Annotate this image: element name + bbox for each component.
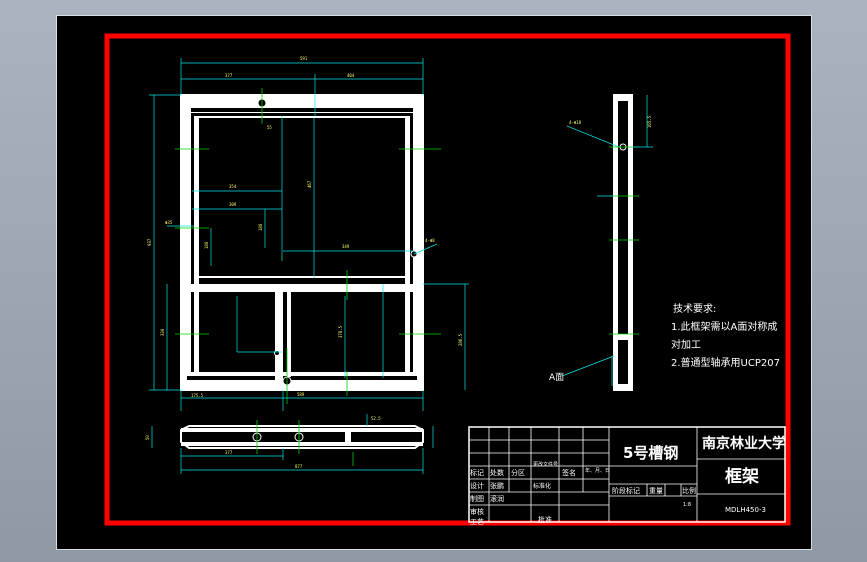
tb-h-mark: 标记 [470, 468, 484, 477]
dim-h4: 180 [204, 241, 209, 249]
dim-bottom-view-a: 377 [225, 450, 233, 455]
left-post-inner [194, 116, 199, 376]
side-mid-cap [614, 334, 632, 340]
side-flange-left [614, 95, 618, 390]
notes-title: 技术要求: [673, 302, 716, 315]
dim-lower-left: 330 [160, 328, 165, 336]
dim-mid-span: 349 [342, 244, 350, 249]
middle-rail [181, 284, 423, 292]
tb-designer: 张鹏 [490, 481, 504, 490]
tb-design: 设计 [470, 481, 484, 490]
dim-h1: 354 [229, 184, 237, 189]
leader [561, 355, 615, 377]
bottom-dim-texts: 877 377 50 52.5 [145, 416, 381, 469]
inner-middle-line [199, 276, 405, 278]
dim-right-width: 404 [347, 73, 355, 78]
dim-bottom-view-width: 877 [295, 464, 303, 469]
channel-divider [345, 428, 351, 446]
red-border [104, 33, 791, 526]
bottom-view [180, 425, 424, 449]
dim-phi: Φ35 [165, 220, 173, 225]
dimension-texts: 591 377 404 55 467 354 309 180 180 349 Φ… [147, 56, 463, 398]
leader [413, 243, 438, 255]
dim-right-vert: 286.5 [458, 333, 463, 346]
right-post [413, 95, 423, 390]
tb-h-date: 年、月、日 [585, 467, 610, 474]
dim-lower-vert: 378.5 [338, 325, 343, 338]
tb-h-change: 更改文件号 [533, 461, 558, 468]
dim-top-inner: 55 [267, 125, 272, 130]
bottom-dimensions [151, 414, 434, 474]
dim-h3: 180 [258, 223, 263, 231]
front-view [180, 94, 424, 391]
dim-bottom-left: 175.5 [191, 393, 204, 398]
tb-stage-mark: 阶段标记 [612, 486, 640, 495]
technical-notes: 技术要求: 1.此框架需以A面对称成 对加工 2.普通型轴承用UCP207 [671, 302, 780, 369]
tb-drafter: 滚润 [490, 494, 504, 503]
tb-scale: 1:8 [683, 502, 691, 508]
right-post-inner [405, 116, 410, 376]
dim-bottom-view-h: 50 [145, 435, 150, 440]
view-label-a: A面 [549, 372, 564, 383]
middle-post [275, 284, 283, 384]
tb-material: 5号槽钢 [623, 444, 678, 462]
dim-left-width: 377 [225, 73, 233, 78]
bottom-rail-inner [187, 376, 417, 380]
tb-part-name: 框架 [725, 466, 759, 487]
notes-line-2: 对加工 [671, 338, 701, 351]
dim-small-right: 4-Φ8 [425, 238, 435, 243]
hole-middle [274, 350, 280, 356]
tb-drawing-no: MDLH450-3 [725, 506, 766, 514]
bottom-centerlines [256, 420, 354, 466]
dimension-lines [149, 58, 469, 411]
middle-post-inner [287, 292, 291, 377]
tb-drafting: 制图 [470, 494, 484, 503]
dim-bottom-total: 589 [297, 392, 305, 397]
side-dim-texts: 165.5 4-Φ18 [569, 115, 652, 128]
tb-h-zone: 分区 [511, 468, 525, 477]
cad-drawing: 591 377 404 55 467 354 309 180 180 349 Φ… [104, 33, 791, 526]
inner-top-line [199, 116, 405, 118]
tb-university: 南京林业大学 [702, 435, 786, 452]
side-bottom-cap [614, 384, 632, 390]
tb-process: 工艺 [470, 518, 484, 526]
leader [566, 125, 620, 148]
centerlines [175, 88, 441, 404]
left-post [181, 95, 191, 390]
channel-bottom [181, 442, 423, 446]
title-block-frame [468, 426, 786, 523]
side-flange-right [628, 95, 632, 390]
side-view [613, 94, 633, 391]
top-rail-inner [187, 108, 417, 112]
dim-side-top: 165.5 [647, 115, 652, 128]
dim-top-vertical: 467 [307, 180, 312, 188]
frame-outer [180, 94, 424, 391]
tb-scale-h: 比例 [682, 486, 696, 495]
drawing-sheet: 591 377 404 55 467 354 309 180 180 349 Φ… [56, 15, 812, 550]
tb-weight: 重量 [649, 487, 663, 495]
dim-h2: 309 [229, 202, 237, 207]
dim-overall-width: 591 [300, 56, 308, 61]
title-block-texts: 标记 处数 分区 更改文件号 签名 年、月、日 设计 张鹏 标准化 制图 滚润 … [470, 435, 786, 526]
notes-line-3: 2.普通型轴承用UCP207 [671, 356, 780, 369]
notes-line-1: 1.此框架需以A面对称成 [671, 320, 777, 333]
title-block [468, 426, 786, 523]
tb-approve: 批准 [538, 515, 552, 524]
tb-standardize: 标准化 [533, 482, 551, 490]
bottom-rail [181, 372, 423, 390]
tb-review: 审核 [470, 507, 484, 516]
side-dimensions [561, 95, 653, 386]
dim-side-hole: 4-Φ18 [569, 120, 582, 125]
tb-h-sign: 签名 [562, 468, 576, 477]
tb-h-count: 处数 [490, 468, 504, 477]
dim-bottom-view-d: 52.5 [371, 416, 381, 421]
dim-left-overall: 937 [147, 238, 152, 246]
channel-top [181, 428, 423, 432]
side-top-cap [614, 95, 632, 101]
